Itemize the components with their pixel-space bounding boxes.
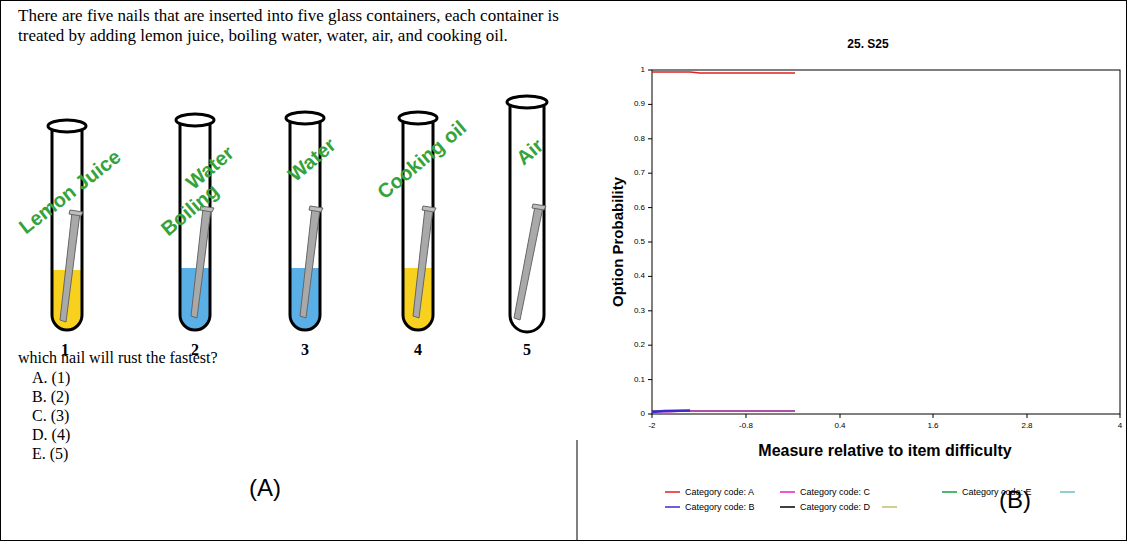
label-text: (A) <box>249 474 281 502</box>
label-text: 4 <box>414 341 422 359</box>
label-text: 1.6 <box>927 421 938 430</box>
label-text: 4 <box>1118 421 1122 430</box>
label-text: 0.8 <box>634 134 645 143</box>
label-text: 2.8 <box>1021 421 1032 430</box>
label-text: D. (4) <box>32 426 70 444</box>
label-text: A. (1) <box>32 369 70 387</box>
legend-swatch <box>780 491 795 493</box>
label-text: C. (3) <box>32 407 69 425</box>
label-text: 5 <box>523 341 531 359</box>
label-text: which nail will rust the fastest? <box>18 349 218 367</box>
label-text: 0 <box>641 409 645 418</box>
label-text: 0.2 <box>634 341 645 350</box>
label-text: 0.4 <box>834 421 845 430</box>
label-text: Measure relative to item difficulty <box>758 442 1011 460</box>
label-text: Option Probability <box>609 177 626 307</box>
label-text: -2 <box>648 421 655 430</box>
label-text: Lemon Juice <box>15 145 126 238</box>
label-text: -0.8 <box>739 421 753 430</box>
legend-text: Category code: E <box>962 487 1032 497</box>
legend-text: Category code: B <box>685 502 755 512</box>
label-text: 0.1 <box>634 375 645 384</box>
label-text: 0.7 <box>634 169 645 178</box>
label-text: Water <box>284 134 341 187</box>
nails <box>60 204 546 322</box>
divider <box>577 440 578 541</box>
legend-text: Category code: C <box>800 487 870 497</box>
chart-plot <box>648 70 1120 507</box>
label-text: 0.4 <box>634 272 645 281</box>
label-text: 3 <box>301 341 309 359</box>
label-text: E. (5) <box>32 445 68 463</box>
legend-swatch <box>665 491 680 493</box>
test-tubes <box>48 96 547 332</box>
legend-text: Category code: D <box>800 502 870 512</box>
label-text: There are five nails that are inserted i… <box>18 6 588 45</box>
legend-text: Category code: A <box>685 487 754 497</box>
label-text: 0.5 <box>634 237 645 246</box>
legend-swatch <box>665 506 680 508</box>
label-text: Cooking oil <box>373 116 471 204</box>
label-text: 1 <box>641 65 645 74</box>
label-text: 0.9 <box>634 100 645 109</box>
legend-swatch <box>780 506 795 508</box>
label-text: 0.3 <box>634 306 645 315</box>
legend-swatch <box>942 491 957 493</box>
label-text: B. (2) <box>32 388 69 406</box>
chart-title: 25. S25 <box>847 38 888 52</box>
label-text: 0.6 <box>634 203 645 212</box>
